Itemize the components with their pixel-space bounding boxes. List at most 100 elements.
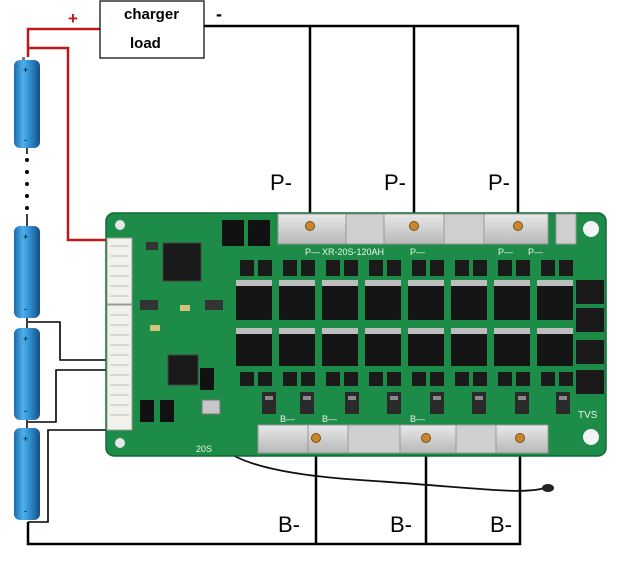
mosfet-array bbox=[236, 260, 573, 386]
battery-dots bbox=[25, 158, 29, 210]
b-mark-3: B— bbox=[410, 414, 425, 424]
bms-board: P— XR-20S-120AH P— P— P— TVS 20S B— B— B… bbox=[105, 212, 607, 457]
small-transistor bbox=[326, 260, 340, 276]
mosfet-tab bbox=[494, 328, 530, 334]
small-transistor bbox=[240, 260, 254, 276]
battery-cell-1: + - bbox=[14, 57, 40, 148]
left-capacitor bbox=[555, 213, 577, 245]
p-mark-4: P— bbox=[528, 247, 543, 257]
mosfet-tab bbox=[322, 280, 358, 286]
tvs-diode bbox=[472, 392, 486, 414]
p-label-3: P- bbox=[488, 170, 510, 195]
p-label-1: P- bbox=[270, 170, 292, 195]
small-transistor bbox=[301, 372, 315, 386]
mosfet-tab bbox=[408, 328, 444, 334]
svg-text:-: - bbox=[24, 304, 27, 314]
mosfet bbox=[279, 334, 315, 366]
p-terminal-labels: P- P- P- bbox=[270, 170, 510, 195]
p-pads bbox=[277, 213, 549, 245]
mosfet bbox=[322, 334, 358, 366]
mosfet bbox=[451, 334, 487, 366]
tvs-mark bbox=[265, 396, 273, 400]
small-transistor bbox=[412, 260, 426, 276]
positive-wire bbox=[28, 29, 100, 56]
small-transistor bbox=[455, 372, 469, 386]
battery-cell-3: + - bbox=[14, 328, 40, 420]
mosfet-tab bbox=[279, 280, 315, 286]
tvs-diode bbox=[556, 392, 570, 414]
tvs-mark bbox=[433, 396, 441, 400]
svg-text:-: - bbox=[24, 406, 27, 416]
small-transistor bbox=[283, 260, 297, 276]
small-transistor bbox=[541, 260, 555, 276]
board-model: XR-20S-120AH bbox=[322, 247, 384, 257]
tvs-diode bbox=[430, 392, 444, 414]
small-transistor bbox=[258, 260, 272, 276]
mosfet bbox=[365, 334, 401, 366]
mosfet bbox=[408, 334, 444, 366]
balance-connector bbox=[106, 237, 133, 431]
mosfet bbox=[322, 286, 358, 320]
small-transistor bbox=[498, 372, 512, 386]
small-transistor bbox=[516, 372, 530, 386]
p-mark-1: P— bbox=[305, 247, 320, 257]
p-mark-2: P— bbox=[410, 247, 425, 257]
balance-wire-3 bbox=[28, 429, 110, 523]
battery-pack: + - + - + - + - bbox=[14, 57, 40, 520]
svg-text:+: + bbox=[23, 334, 28, 344]
svg-text:-: - bbox=[24, 135, 27, 145]
tvs-mark bbox=[303, 396, 311, 400]
small-transistor bbox=[498, 260, 512, 276]
b-mark-2: B— bbox=[322, 414, 337, 424]
charger-load-box: charger load bbox=[99, 0, 205, 59]
tvs-diode bbox=[345, 392, 359, 414]
small-transistor bbox=[283, 372, 297, 386]
mosfet-tab bbox=[451, 280, 487, 286]
p-label-2: P- bbox=[384, 170, 406, 195]
mosfet-tab bbox=[236, 328, 272, 334]
svg-text:+: + bbox=[23, 434, 28, 444]
tvs-mark bbox=[390, 396, 398, 400]
small-transistor bbox=[430, 372, 444, 386]
small-transistor bbox=[430, 260, 444, 276]
small-transistor bbox=[369, 260, 383, 276]
b-label-2: B- bbox=[390, 512, 412, 537]
ntc-connector bbox=[201, 399, 221, 415]
small-transistor bbox=[344, 372, 358, 386]
right-mosfets bbox=[576, 280, 604, 394]
tvs-diode bbox=[387, 392, 401, 414]
minus-sign: - bbox=[216, 4, 222, 24]
small-transistor bbox=[258, 372, 272, 386]
svg-text:-: - bbox=[24, 506, 27, 516]
positive-wire-top bbox=[26, 27, 100, 57]
tvs-diode bbox=[300, 392, 314, 414]
mosfet-tab bbox=[451, 328, 487, 334]
small-transistor bbox=[541, 372, 555, 386]
b-pads bbox=[257, 424, 549, 454]
small-transistor bbox=[369, 372, 383, 386]
small-transistor bbox=[473, 372, 487, 386]
balance-wire-1 bbox=[28, 321, 110, 361]
mosfet bbox=[408, 286, 444, 320]
mosfet-tab bbox=[494, 280, 530, 286]
mosfet bbox=[365, 286, 401, 320]
tvs-mark bbox=[348, 396, 356, 400]
plus-sign: + bbox=[68, 9, 78, 28]
mosfet-tab bbox=[537, 328, 573, 334]
negative-wire-main bbox=[204, 24, 520, 222]
small-transistor bbox=[455, 260, 469, 276]
ntc-probe-tip bbox=[542, 484, 554, 492]
mosfet-tab bbox=[279, 328, 315, 334]
b-label-3: B- bbox=[490, 512, 512, 537]
small-transistor bbox=[344, 260, 358, 276]
svg-text:+: + bbox=[23, 65, 28, 75]
mosfet-tab bbox=[365, 328, 401, 334]
mosfet bbox=[279, 286, 315, 320]
balance-wire-2 bbox=[28, 369, 110, 423]
mosfet bbox=[537, 286, 573, 320]
tvs-label: TVS bbox=[578, 410, 598, 421]
control-ics bbox=[140, 220, 270, 422]
b-mark-1: B— bbox=[280, 414, 295, 424]
tvs-diodes bbox=[262, 392, 570, 414]
